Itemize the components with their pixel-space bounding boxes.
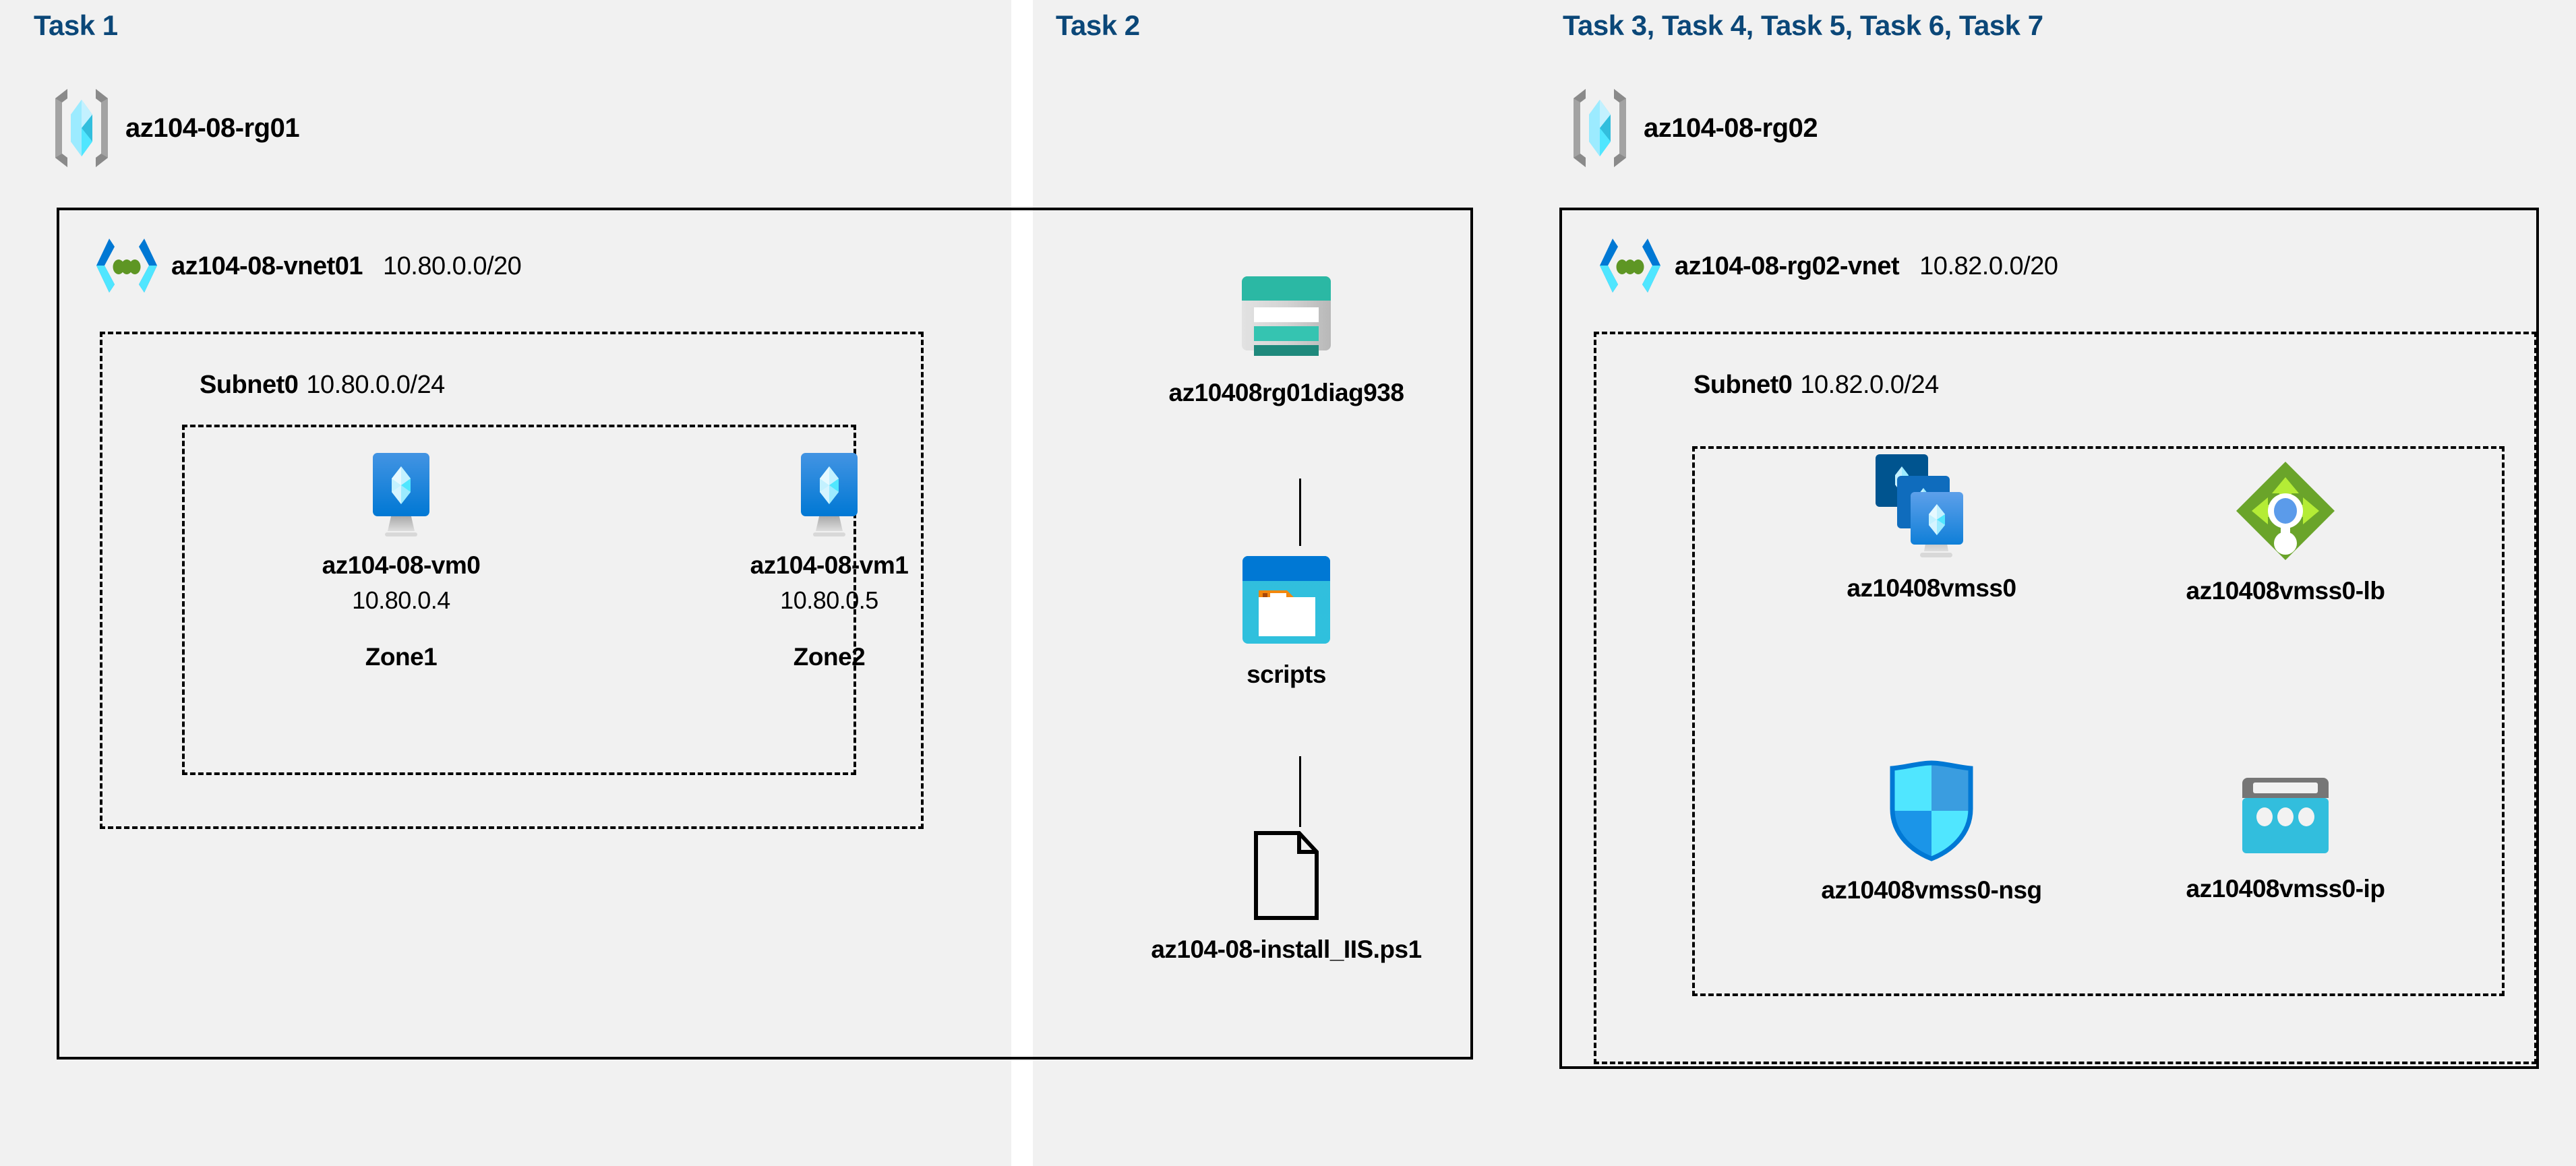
panel-task-3	[1539, 0, 2576, 1166]
node-label-network-security-group: az10408vmss0-nsg	[1821, 876, 2042, 904]
resource-group-name-rg01: az104-08-rg01	[125, 113, 300, 143]
node-load-balancer[interactable]: az10408vmss0-lb	[2137, 460, 2434, 605]
vnet-cidr-vnet01: 10.80.0.0/20	[383, 251, 522, 280]
task-title-1: Task 1	[34, 9, 118, 41]
resource-group-icon	[53, 88, 111, 168]
virtual-network-icon	[1598, 237, 1663, 295]
node-ip-vm1: 10.80.0.5	[780, 586, 878, 614]
subnet-boundary-subnet0-vnet01	[100, 332, 924, 829]
node-vm0[interactable]: az104-08-vm0 10.80.0.4 Zone1	[307, 452, 496, 671]
node-label-blob-container: scripts	[1247, 661, 1326, 688]
virtual-network-icon	[94, 237, 159, 295]
node-label-vm-scale-set: az10408vmss0	[1847, 574, 2016, 602]
vm-group-boundary-vnet01	[182, 425, 856, 775]
subnet-cidr: 10.82.0.0/24	[1800, 371, 1939, 399]
blob-container-icon	[1240, 554, 1332, 646]
resource-group-boundary-vnet02	[1692, 446, 2505, 996]
task-title-3: Task 3, Task 4, Task 5, Task 6, Task 7	[1563, 9, 2043, 41]
node-network-security-group[interactable]: az10408vmss0-nsg	[1787, 760, 2076, 904]
public-ip-address-icon	[2238, 775, 2333, 860]
subnet-name: Subnet0	[1694, 371, 1793, 399]
virtual-machine-icon	[362, 452, 440, 536]
subnet-name: Subnet0	[200, 371, 299, 399]
resource-group-name-rg02: az104-08-rg02	[1644, 113, 1818, 143]
node-label-vm0: az104-08-vm0	[322, 551, 481, 579]
resource-group-icon	[1571, 88, 1629, 168]
task-title-2: Task 2	[1056, 9, 1140, 41]
node-public-ip-address[interactable]: az10408vmss0-ip	[2144, 775, 2427, 903]
vnet-header-vnet02: az104-08-rg02-vnet 10.82.0.0/20	[1598, 237, 2058, 295]
vnet-boundary-vnet01	[57, 208, 1473, 1060]
virtual-machine-icon	[790, 452, 868, 536]
vnet-header-vnet01: az104-08-vnet01 10.80.0.0/20	[94, 237, 522, 295]
load-balancer-icon	[2234, 460, 2337, 562]
connector-scripts-to-file	[1299, 756, 1301, 827]
resource-group-header-rg01: az104-08-rg01	[53, 88, 300, 168]
connector-storage-to-scripts	[1299, 479, 1301, 546]
node-zone-vm0: Zone1	[365, 643, 438, 671]
node-storage-account[interactable]: az10408rg01diag938	[1169, 263, 1404, 407]
vnet-name-vnet02: az104-08-rg02-vnet	[1675, 251, 1900, 280]
node-label-storage-account: az10408rg01diag938	[1168, 379, 1404, 406]
vnet-name-vnet01: az104-08-vnet01	[171, 251, 363, 280]
node-script-file[interactable]: az104-08-install_IIS.ps1	[1151, 830, 1422, 964]
node-label-vm1: az104-08-vm1	[750, 551, 909, 579]
subnet-cidr: 10.80.0.0/24	[306, 371, 445, 399]
node-zone-vm1: Zone2	[793, 643, 866, 671]
node-label-script-file: az104-08-install_IIS.ps1	[1151, 935, 1422, 963]
vnet-boundary-vnet02	[1559, 208, 2539, 1069]
vm-scale-set-icon	[1874, 453, 1989, 559]
subnet-boundary-subnet0-vnet02	[1594, 332, 2537, 1064]
storage-account-icon	[1236, 263, 1336, 364]
node-blob-container[interactable]: scripts	[1219, 554, 1354, 689]
node-vm-scale-set[interactable]: az10408vmss0	[1783, 453, 2080, 603]
panel-task-1	[0, 0, 1011, 1166]
node-ip-vm0: 10.80.0.4	[352, 586, 450, 614]
network-security-group-icon	[1887, 760, 1976, 861]
file-icon	[1249, 830, 1323, 921]
node-label-public-ip-address: az10408vmss0-ip	[2186, 875, 2385, 902]
node-vm1[interactable]: az104-08-vm1 10.80.0.5 Zone2	[735, 452, 924, 671]
resource-group-header-rg02: az104-08-rg02	[1571, 88, 1818, 168]
node-label-load-balancer: az10408vmss0-lb	[2186, 577, 2385, 605]
vnet-cidr-vnet02: 10.82.0.0/20	[1919, 251, 2058, 280]
